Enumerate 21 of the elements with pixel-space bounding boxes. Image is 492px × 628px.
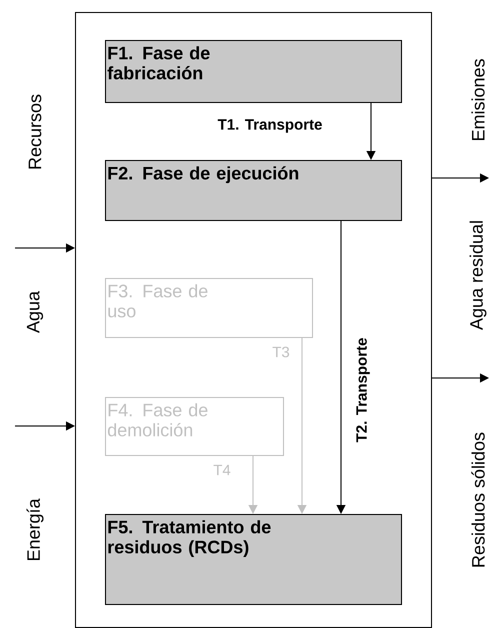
faded-phase-box — [105, 397, 284, 456]
flow-label: Agua — [26, 290, 44, 334]
flow-label: Agua residual — [468, 218, 488, 332]
system-boundary-box — [75, 12, 432, 628]
edge-label: T4 — [212, 464, 232, 476]
phase-label: F4. Fase de demolición — [108, 403, 208, 436]
edge-label: T3 — [271, 346, 291, 358]
flow-label: Recursos — [28, 92, 42, 171]
phase-label: F2. Fase de ejecución — [108, 166, 298, 184]
phase-label: F1. Fase de fabricación — [108, 46, 210, 80]
phase-box — [105, 40, 402, 103]
faded-phase-box — [105, 278, 313, 338]
flow-label: Residuos sólidos — [470, 430, 486, 570]
phase-box — [105, 160, 402, 221]
flow-label: Emisiones — [470, 57, 486, 143]
phase-label: F3. Fase de uso — [108, 284, 208, 318]
flow-label: Energía — [26, 497, 44, 563]
edge-label: T1. Transporte — [216, 118, 324, 134]
phase-box — [105, 514, 402, 605]
edge-label: T2. Transporte — [355, 336, 371, 444]
phase-label: F5. Tratamiento de residuos (RCDs) — [108, 520, 271, 557]
